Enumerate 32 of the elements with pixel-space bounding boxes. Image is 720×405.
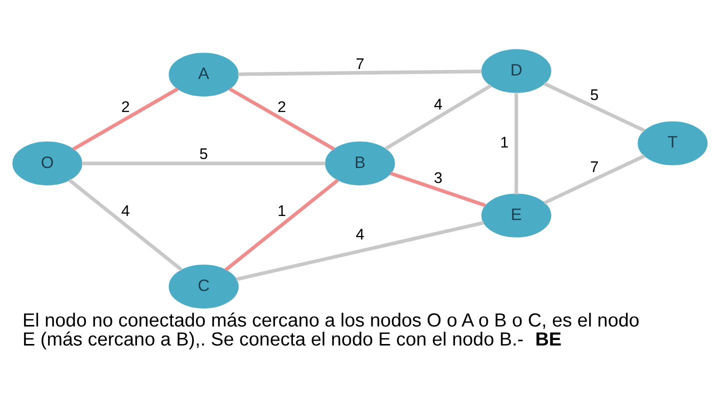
edge-label: 5 [590,86,599,104]
connector [544,82,646,132]
connector [72,87,179,151]
node-ellipse: D [481,49,552,93]
connector [68,178,183,272]
connector [82,162,326,166]
node-ellipse: T [638,121,708,166]
connector [390,172,486,208]
connector [544,154,646,205]
edge-label: 3 [434,170,442,187]
edge-label: 7 [356,56,364,74]
connector [236,221,484,282]
connector [238,70,482,76]
edge-label: 4 [356,226,364,244]
connector [224,178,339,272]
connector [514,92,518,194]
edge-label: 2 [278,98,286,116]
edge-label: 1 [278,203,286,220]
node-ellipse: A [168,52,239,97]
edge-label: 4 [434,96,442,114]
edge-label: 7 [590,159,599,176]
edge-label: 4 [121,203,130,220]
node-ellipse: E [481,194,552,238]
node-ellipse: B [325,142,395,186]
edge-label: 1 [500,134,509,152]
connector [228,87,336,151]
edge-label: 2 [121,98,130,116]
node-ellipse: C [168,264,239,308]
connector [384,84,492,150]
edge-label: 5 [199,146,208,164]
caption: El nodo no conectado más cercano a los nodos O o A o B o C, es el nodo E (más cercano a B),. Se conecta el nodo E con el nodo B.- BE [22,310,640,351]
node-ellipse: O [12,142,82,186]
